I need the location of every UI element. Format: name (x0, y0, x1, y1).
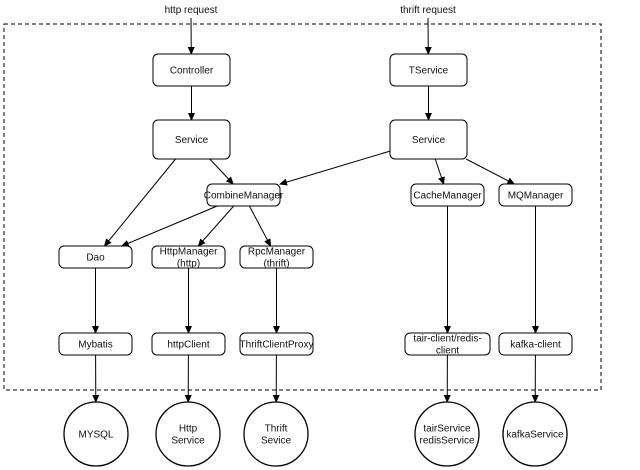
tair-client-node (404, 332, 491, 356)
mybatis-node (58, 332, 133, 356)
combine-manager-label: CombineManager (204, 191, 284, 202)
http-request-label: http request (165, 5, 218, 16)
tair-client-label-line-1: tair-client/redis- (413, 334, 481, 345)
thrift-service-label-line-1: Thrift (265, 424, 288, 435)
dao-label: Dao (86, 253, 105, 264)
edge-combine-manager-to-http-manager (197, 205, 235, 247)
edge-service-right-to-mq-manager (465, 158, 516, 185)
http-client-label: httpClient (167, 340, 209, 351)
tservice-node (389, 53, 468, 87)
http-manager-node (151, 245, 226, 269)
tair-redis-service-node (414, 401, 480, 467)
rpc-manager-label-line-2: (thrift) (263, 259, 289, 270)
edge-combine-manager-to-rpc-manager (248, 205, 272, 247)
cache-manager-node (410, 183, 485, 207)
edge-service-right-to-combine-manager (279, 150, 391, 186)
mybatis-label: Mybatis (78, 340, 112, 351)
kafka-service-label: kafkaService (506, 430, 564, 441)
rpc-manager-label-line-1: RpcManager (248, 247, 306, 258)
controller-label: Controller (170, 66, 214, 77)
cache-manager-label: CacheManager (413, 191, 482, 202)
service-boundary (3, 23, 602, 391)
dao-node (58, 245, 133, 269)
edge-service-right-to-cache-manager (434, 158, 445, 185)
thrift-client-proxy-label: ThriftClientProxy (240, 340, 314, 351)
http-manager-label-line-2: (http) (177, 259, 200, 270)
thrift-service-label-line-2: Sevice (261, 436, 291, 447)
edge-combine-manager-to-dao (120, 205, 218, 247)
node-layer: ControllerServiceCombineManagerDaoHttpMa… (58, 53, 573, 467)
thrift-request-label: thrift request (400, 5, 456, 16)
http-client-node (151, 332, 226, 356)
thrift-service-node (243, 401, 309, 467)
controller-node (152, 53, 231, 87)
mq-manager-node (498, 183, 573, 207)
tservice-label: TService (409, 66, 449, 77)
service-right-label: Service (412, 135, 446, 146)
mysql-label: MYSQL (78, 430, 113, 441)
rpc-manager-node (239, 245, 314, 269)
thrift-client-proxy-node (239, 332, 314, 356)
kafka-service-node (502, 401, 568, 467)
http-manager-label-line-1: HttpManager (160, 247, 218, 258)
kafka-client-label: kafka-client (510, 340, 561, 351)
edge-service-left-to-dao (103, 158, 176, 247)
service-right-node (389, 119, 468, 160)
http-service-label-line-1: Http (179, 424, 198, 435)
tair-redis-service-label-line-2: redisService (419, 436, 474, 447)
tair-client-label-line-2: client (436, 346, 460, 357)
mq-manager-label: MQManager (508, 191, 564, 202)
combine-manager-node (206, 183, 281, 207)
mysql-node (63, 401, 129, 467)
service-left-label: Service (175, 135, 209, 146)
kafka-client-node (498, 332, 573, 356)
http-service-node (155, 401, 221, 467)
edge-layer (92, 17, 539, 403)
service-left-node (152, 119, 231, 160)
edge-service-left-to-combine-manager (209, 158, 234, 185)
tair-redis-service-label-line-1: tairService (423, 424, 471, 435)
http-service-label-line-2: Service (171, 436, 205, 447)
